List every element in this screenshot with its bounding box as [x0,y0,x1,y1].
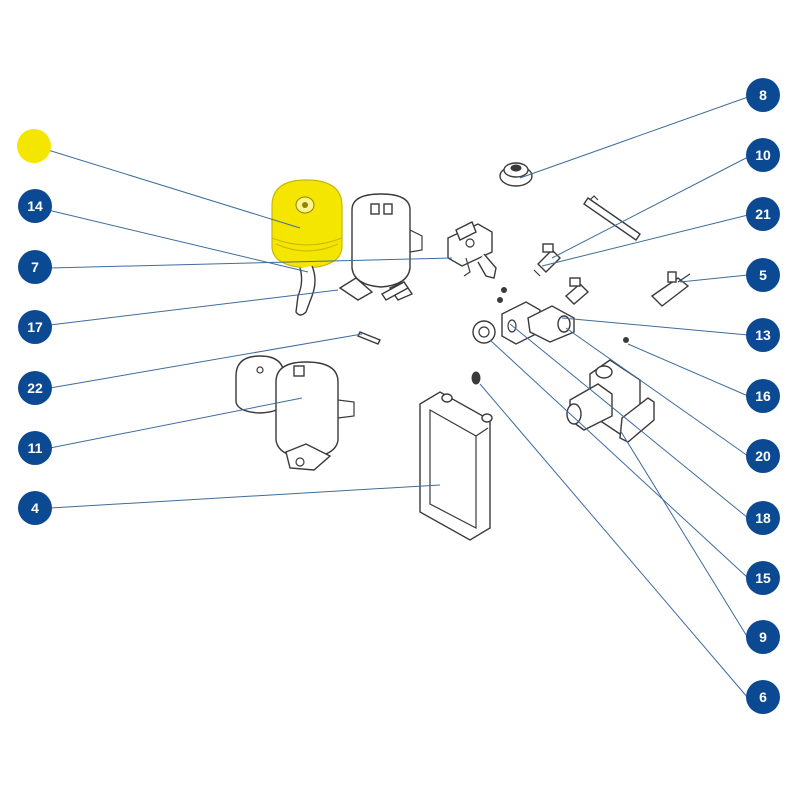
callout-4-circle [18,491,52,525]
leader-11 [49,397,303,449]
callout-6[interactable]: 6 [746,680,780,714]
callout-10[interactable]: 10 [746,138,780,172]
callout-22[interactable]: 22 [18,371,52,405]
callout-17-circle [18,310,52,344]
callout-7-label: 7 [31,259,39,275]
leader-15 [489,339,749,579]
callout-highlighted-circle [17,129,51,163]
callout-5-label: 5 [759,267,767,283]
part-7-fitting[interactable] [447,221,497,279]
leader-8 [519,96,749,179]
callout-13[interactable]: 13 [746,318,780,352]
callout-6-circle [746,680,780,714]
part-6-oring[interactable] [471,371,481,385]
callout-10-circle [746,138,780,172]
callout-22-circle [18,371,52,405]
callout-9-circle [746,620,780,654]
leader-17 [49,289,339,326]
part-highlighted-vessel[interactable] [271,179,343,269]
leader-6 [479,383,749,699]
leader-9 [619,429,749,639]
callout-21-circle [746,197,780,231]
callout-13-circle [746,318,780,352]
callout-15-circle [746,561,780,595]
part-21-seal[interactable] [501,287,507,293]
leader-7 [49,257,453,269]
leader-22 [49,333,363,389]
callout-4-label: 4 [31,500,39,516]
part-11-pump[interactable] [235,355,355,471]
leader-lines [47,96,749,699]
callout-13-label: 13 [755,327,771,343]
callout-18-label: 18 [755,510,771,526]
part-4-plate-exchanger[interactable] [419,391,493,541]
callout-21-label: 21 [755,206,771,222]
part-18-gauge[interactable] [472,320,496,344]
callout-18[interactable]: 18 [746,501,780,535]
callout-17[interactable]: 17 [18,310,52,344]
part-17-pipe[interactable] [295,265,316,316]
callout-highlighted[interactable] [17,129,51,163]
callout-14-circle [18,189,52,223]
callout-16-circle [746,379,780,413]
callout-22-label: 22 [27,380,43,396]
callout-16[interactable]: 16 [746,379,780,413]
callout-8-circle [746,78,780,112]
callout-5[interactable]: 5 [746,258,780,292]
leader-10 [551,156,749,259]
callout-15[interactable]: 15 [746,561,780,595]
callout-4[interactable]: 4 [18,491,52,525]
callout-7-circle [18,250,52,284]
callout-5-circle [746,258,780,292]
leader-18 [509,323,749,519]
leader-blank [47,149,301,229]
callout-14-label: 14 [27,198,43,214]
part-seal-small[interactable] [497,297,503,303]
callout-11[interactable]: 11 [18,431,52,465]
callout-11-label: 11 [28,440,43,456]
leader-21 [541,214,749,267]
leader-20 [565,327,749,457]
part-15-fitting[interactable] [566,359,655,443]
part-21-valve-b[interactable] [564,277,590,305]
leader-14 [47,209,309,273]
callout-11-circle [18,431,52,465]
callout-8[interactable]: 8 [746,78,780,112]
part-16-seal[interactable] [623,337,629,343]
part-pump-body[interactable] [338,193,423,301]
callout-14[interactable]: 14 [18,189,52,223]
callout-8-label: 8 [759,87,767,103]
callout-20-label: 20 [755,448,771,464]
callout-21[interactable]: 21 [746,197,780,231]
callout-15-label: 15 [755,570,771,586]
callout-20-circle [746,439,780,473]
part-8-nut[interactable] [499,162,533,187]
callout-9[interactable]: 9 [746,620,780,654]
part-10-rod[interactable] [583,195,641,241]
callout-9-label: 9 [759,629,767,645]
leader-5 [679,274,749,283]
callout-17-label: 17 [27,319,43,335]
leader-13 [561,317,749,336]
callout-7[interactable]: 7 [18,250,52,284]
callout-6-label: 6 [759,689,767,705]
part-21-valve-a[interactable] [533,243,561,277]
callout-18-circle [746,501,780,535]
callout-16-label: 16 [755,388,771,404]
callouts: 14 7 17 22 11 4 8 10 [17,78,780,714]
callout-20[interactable]: 20 [746,439,780,473]
callout-10-label: 10 [755,147,771,163]
part-13-valve-cluster[interactable] [501,301,575,345]
part-5-connector[interactable] [650,271,691,307]
leader-16 [627,343,749,397]
leader-4 [49,484,441,509]
